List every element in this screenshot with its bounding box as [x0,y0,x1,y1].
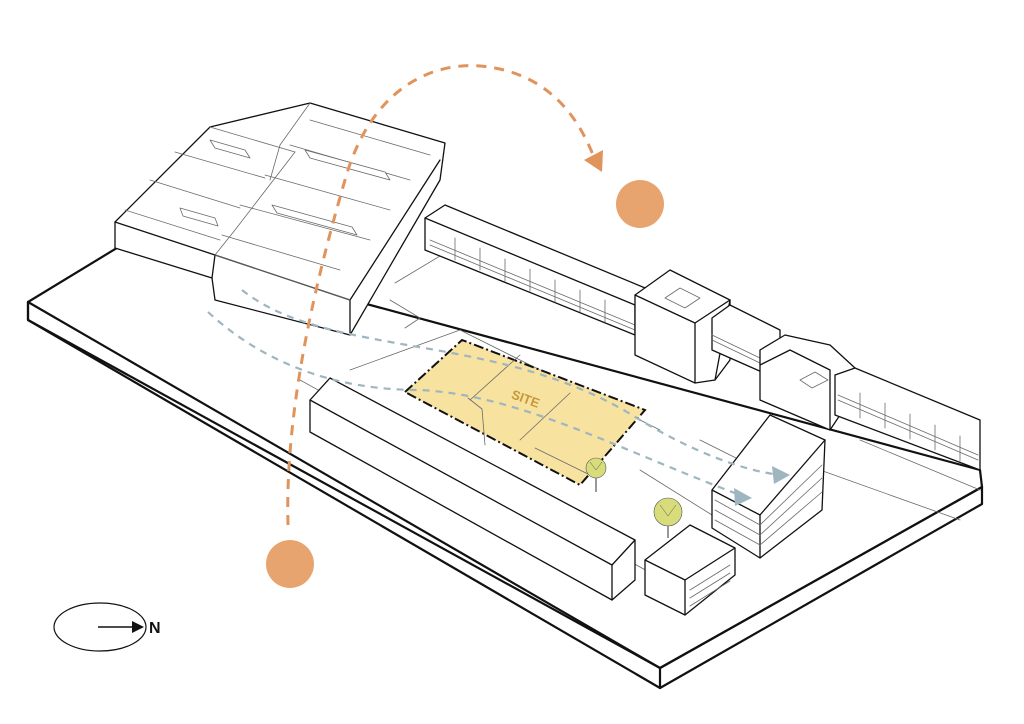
stepped-apartment-block [711,414,826,559]
terrace-block-east [711,304,981,471]
ground-slab [26,238,984,690]
small-house [644,524,736,616]
sun-path-arrow-icon [286,64,603,526]
terrace-block-south [309,377,636,601]
tree-icon [585,457,607,492]
wind-arrow-icon [207,311,752,506]
sun-icon [266,540,314,588]
compass-label: N [149,620,161,637]
site-area [403,338,647,487]
warehouse-complex [114,102,446,336]
terrace-block-north [424,204,651,336]
north-arrow-icon: N [53,602,161,652]
sun-icon [616,180,664,228]
tower-block [634,269,731,384]
tree-icon [653,497,683,538]
wind-arrow-icon [241,289,790,484]
